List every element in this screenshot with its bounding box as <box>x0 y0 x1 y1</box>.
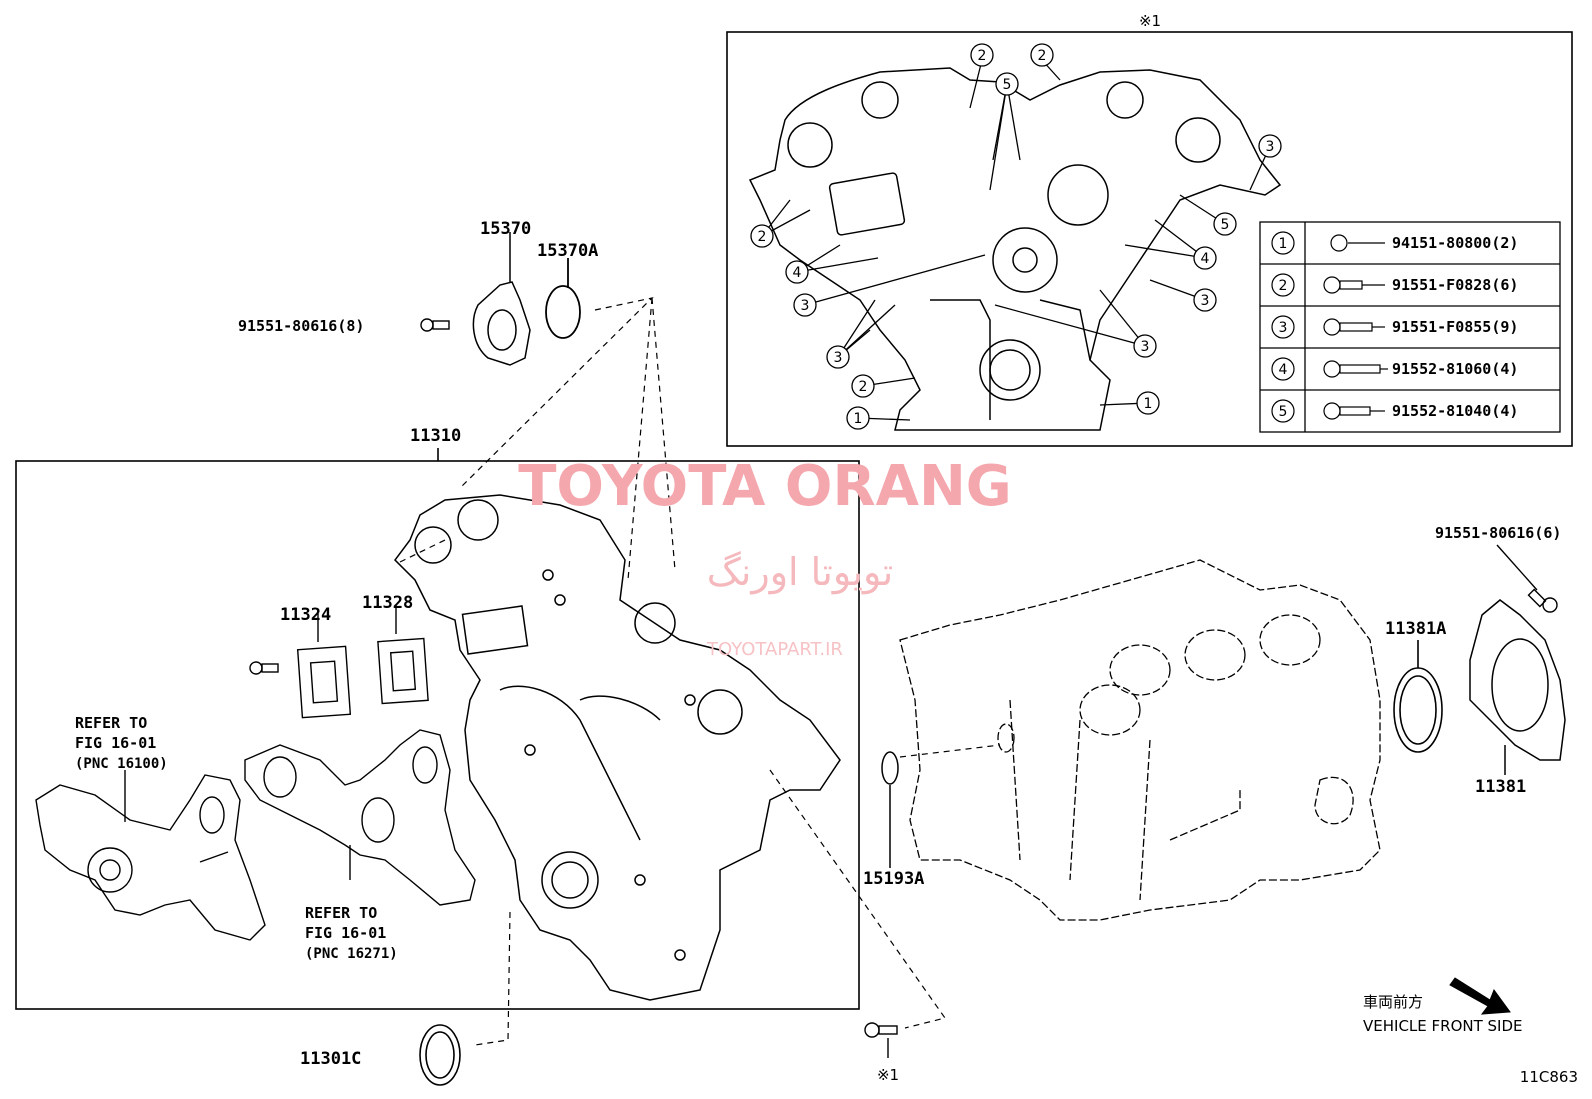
legend-part: 91552-81060(4) <box>1392 360 1518 378</box>
svg-text:1: 1 <box>1144 396 1153 412</box>
bolt-small <box>249 661 279 675</box>
svg-text:5: 5 <box>1003 77 1012 93</box>
vehicle-front-arrow <box>1449 977 1511 1015</box>
rear-oil-seal-retainer <box>1469 599 1566 775</box>
svg-text:FIG 16-01: FIG 16-01 <box>75 734 156 752</box>
watermark-url: TOYOTAPART.IR <box>706 639 843 660</box>
legend-part: 91551-F0828(6) <box>1392 276 1518 294</box>
legend-num: 3 <box>1279 320 1288 336</box>
legend-part: 94151-80800(2) <box>1392 234 1518 252</box>
label-11381a: 11381A <box>1385 619 1446 639</box>
label-91551-80616-8: 91551-80616(8) <box>238 317 364 335</box>
legend-num: 5 <box>1279 404 1288 420</box>
legend-num: 2 <box>1279 278 1288 294</box>
water-inlet-housing <box>472 232 531 366</box>
legend-part-numbers: 94151-80800(2) 91551-F0828(6) 91551-F085… <box>1392 234 1518 420</box>
label-15370a: 15370A <box>537 241 598 261</box>
legend-numbers: 1 2 3 4 5 <box>1279 236 1288 420</box>
label-bolt-mark: ※1 <box>877 1066 899 1084</box>
bolt-mark-1 <box>864 1022 898 1058</box>
inset-mark: ※1 <box>1139 12 1161 30</box>
oil-seal-11301c <box>419 1024 461 1086</box>
bolt-91551-80616-8 <box>420 318 450 332</box>
gasket-11324 <box>296 610 352 719</box>
engine-block <box>899 559 1381 921</box>
gasket-11328 <box>377 605 429 705</box>
seal-15193a <box>881 751 899 868</box>
bolt-inset-panel <box>726 31 1573 447</box>
label-15370: 15370 <box>480 219 531 239</box>
o-ring-15370a <box>545 258 581 339</box>
svg-text:2: 2 <box>1038 48 1047 64</box>
inset-callout-badges <box>750 43 1282 430</box>
inset-callout-numbers: 2 2 5 3 5 2 4 4 3 3 3 3 2 1 1 <box>758 48 1275 427</box>
front-label-en: VEHICLE FRONT SIDE <box>1363 1017 1523 1035</box>
svg-text:REFER TO: REFER TO <box>75 714 147 732</box>
legend-badges <box>1271 231 1295 423</box>
timing-cover-group-box <box>15 448 860 1010</box>
label-11324: 11324 <box>280 605 331 625</box>
water-pump-gasket <box>244 729 476 906</box>
label-11381: 11381 <box>1475 777 1526 797</box>
svg-text:3: 3 <box>801 298 810 314</box>
timing-chain-cover <box>394 494 841 1001</box>
svg-text:3: 3 <box>1141 339 1150 355</box>
refer-note-water-pump: REFER TO FIG 16-01 (PNC 16100) <box>75 714 168 772</box>
svg-text:2: 2 <box>758 229 767 245</box>
label-11328: 11328 <box>362 593 413 613</box>
svg-text:3: 3 <box>834 350 843 366</box>
label-11310: 11310 <box>410 426 461 446</box>
water-pump <box>35 770 266 941</box>
bolt-91551-80616-6 <box>1496 544 1558 613</box>
front-label-jp: 車両前方 <box>1363 993 1423 1011</box>
svg-text:REFER TO: REFER TO <box>305 904 377 922</box>
legend-bolt-icons <box>1323 234 1388 420</box>
inset-cover-outline <box>748 67 1282 431</box>
legend-num: 1 <box>1279 236 1288 252</box>
svg-text:2: 2 <box>859 379 868 395</box>
svg-text:4: 4 <box>1201 251 1210 267</box>
legend-part: 91551-F0855(9) <box>1392 318 1518 336</box>
legend-part: 91552-81040(4) <box>1392 402 1518 420</box>
label-91551-80616-6: 91551-80616(6) <box>1435 524 1561 542</box>
svg-text:1: 1 <box>854 411 863 427</box>
label-15193a: 15193A <box>863 869 924 889</box>
svg-text:3: 3 <box>1201 293 1210 309</box>
watermark-persian: تویوتا اورنگ <box>707 550 894 595</box>
svg-text:4: 4 <box>793 265 802 281</box>
figure-code: 11C863 <box>1520 1068 1578 1086</box>
svg-text:3: 3 <box>1266 139 1275 155</box>
legend-num: 4 <box>1279 362 1288 378</box>
refer-note-gasket: REFER TO FIG 16-01 (PNC 16271) <box>305 904 398 962</box>
bolt-legend-table <box>1259 221 1561 433</box>
label-11301c: 11301C <box>300 1049 361 1069</box>
svg-text:(PNC 16271): (PNC 16271) <box>305 946 398 962</box>
svg-text:(PNC 16100): (PNC 16100) <box>75 756 168 772</box>
watermark-title: TOYOTA ORANG <box>518 454 1012 519</box>
oil-seal-11381a <box>1393 640 1443 753</box>
svg-text:5: 5 <box>1221 217 1230 233</box>
svg-text:2: 2 <box>978 48 987 64</box>
dashed-leaders <box>399 296 1001 1046</box>
svg-text:FIG 16-01: FIG 16-01 <box>305 924 386 942</box>
